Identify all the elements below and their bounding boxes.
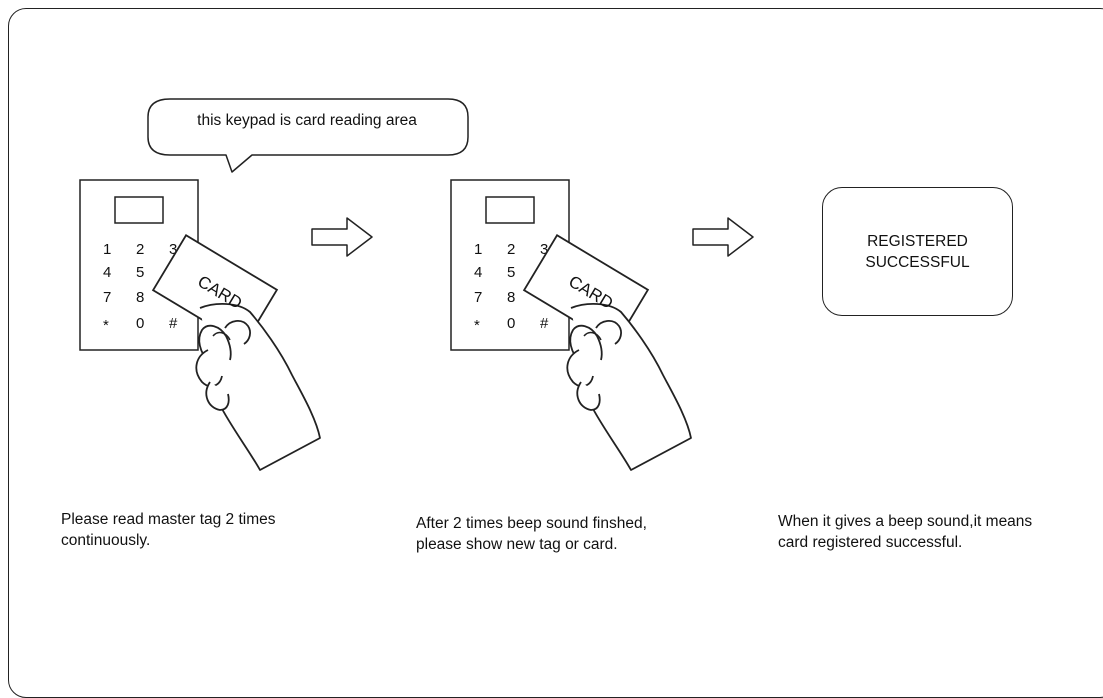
keypad-key: 8 bbox=[507, 289, 515, 306]
step-2-caption: After 2 times beep sound finshed, please… bbox=[416, 513, 647, 555]
keypad-key: 4 bbox=[474, 264, 482, 281]
result-line-1: REGISTERED bbox=[867, 231, 968, 252]
card-hand-illustration-1 bbox=[153, 235, 320, 470]
keypad-key: 4 bbox=[103, 264, 111, 281]
result-display: REGISTERED SUCCESSFUL bbox=[822, 187, 1013, 316]
arrow-right-icon bbox=[693, 218, 753, 256]
step-3-line-2: card registered successful. bbox=[778, 532, 1032, 553]
step-2-line-1: After 2 times beep sound finshed, bbox=[416, 513, 647, 534]
speech-bubble bbox=[148, 99, 468, 172]
keypad-key: 1 bbox=[103, 241, 111, 258]
keypad-key: 1 bbox=[474, 241, 482, 258]
keypad-key: * bbox=[103, 317, 109, 334]
keypad-key: 2 bbox=[136, 241, 144, 258]
keypad-key: 8 bbox=[136, 289, 144, 306]
step-3-caption: When it gives a beep sound,it means card… bbox=[778, 511, 1032, 553]
keypad-key: * bbox=[474, 317, 480, 334]
arrow-right-icon bbox=[312, 218, 372, 256]
diagram-canvas: 1 2 3 4 5 6 7 8 9 * 0 # 1 2 3 4 5 6 7 8 … bbox=[0, 0, 1103, 675]
keypad-key: # bbox=[169, 315, 178, 332]
keypad-key: # bbox=[540, 315, 549, 332]
keypad-key: 0 bbox=[136, 315, 144, 332]
keypad-key: 7 bbox=[103, 289, 111, 306]
keypad-key: 7 bbox=[474, 289, 482, 306]
result-line-2: SUCCESSFUL bbox=[865, 252, 969, 273]
step-3-line-1: When it gives a beep sound,it means bbox=[778, 511, 1032, 532]
step-1-caption: Please read master tag 2 times continuou… bbox=[61, 509, 276, 551]
step-1-line-2: continuously. bbox=[61, 530, 276, 551]
keypad-key: 5 bbox=[136, 264, 144, 281]
keypad-key: 5 bbox=[507, 264, 515, 281]
card-hand-illustration-2 bbox=[524, 235, 691, 470]
speech-bubble-text: this keypad is card reading area bbox=[148, 112, 466, 130]
keypad-key: 2 bbox=[507, 241, 515, 258]
keypad-key: 0 bbox=[507, 315, 515, 332]
step-2-line-2: please show new tag or card. bbox=[416, 534, 647, 555]
step-1-line-1: Please read master tag 2 times bbox=[61, 509, 276, 530]
